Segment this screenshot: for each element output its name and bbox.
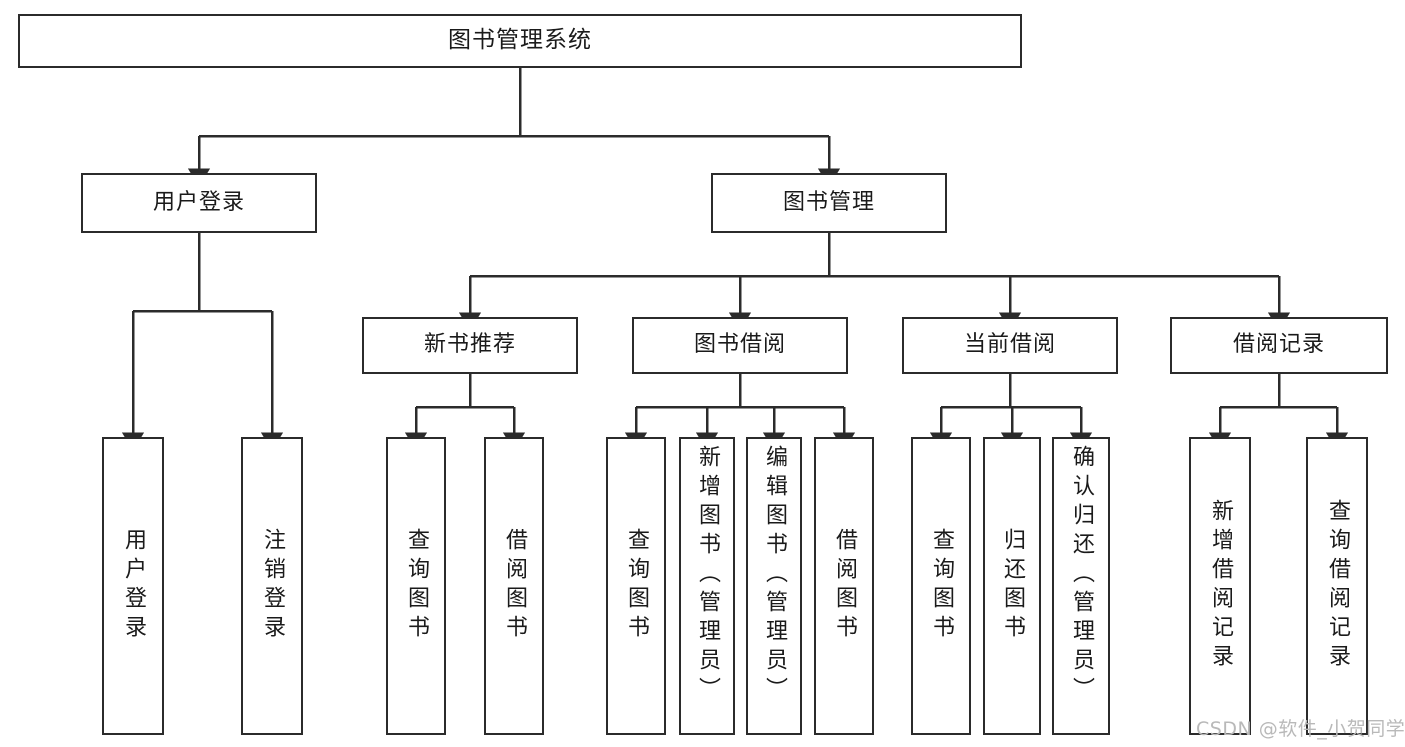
- node-label: 图书管理系统: [448, 27, 592, 54]
- node-label: 确认归还（管理员）: [1069, 445, 1094, 706]
- node-records[interactable]: 借阅记录: [1170, 317, 1388, 374]
- node-borrow[interactable]: 图书借阅: [632, 317, 848, 374]
- node-label: 查询图书: [404, 528, 429, 644]
- node-l3[interactable]: 查询图书: [386, 437, 446, 735]
- node-bookmgr[interactable]: 图书管理: [711, 173, 947, 233]
- node-label: 新增图书（管理员）: [695, 445, 720, 706]
- node-label: 新书推荐: [423, 332, 516, 358]
- node-l1[interactable]: 用户登录: [102, 437, 164, 735]
- node-l10[interactable]: 归还图书: [983, 437, 1041, 735]
- node-label: 查询图书: [624, 528, 649, 644]
- node-l7[interactable]: 编辑图书（管理员）: [746, 437, 802, 735]
- node-label: 用户登录: [121, 528, 146, 644]
- node-label: 查询图书: [929, 528, 954, 644]
- node-label: 新增借阅记录: [1208, 499, 1233, 673]
- node-l2[interactable]: 注销登录: [241, 437, 303, 735]
- node-l13[interactable]: 查询借阅记录: [1306, 437, 1368, 735]
- node-l12[interactable]: 新增借阅记录: [1189, 437, 1251, 735]
- node-login[interactable]: 用户登录: [81, 173, 317, 233]
- node-l8[interactable]: 借阅图书: [814, 437, 874, 735]
- node-l11[interactable]: 确认归还（管理员）: [1052, 437, 1110, 735]
- node-l6[interactable]: 新增图书（管理员）: [679, 437, 735, 735]
- node-label: 用户登录: [152, 189, 245, 215]
- node-label: 编辑图书（管理员）: [762, 445, 787, 706]
- node-l5[interactable]: 查询图书: [606, 437, 666, 735]
- node-label: 借阅图书: [832, 528, 857, 644]
- node-l4[interactable]: 借阅图书: [484, 437, 544, 735]
- node-root[interactable]: 图书管理系统: [18, 14, 1022, 68]
- node-label: 归还图书: [1000, 528, 1025, 644]
- node-label: 图书管理: [782, 189, 875, 215]
- node-l9[interactable]: 查询图书: [911, 437, 971, 735]
- node-newbook[interactable]: 新书推荐: [362, 317, 578, 374]
- watermark-label: CSDN @软件_小贺同学: [1196, 718, 1405, 740]
- node-label: 借阅记录: [1232, 332, 1325, 358]
- node-label: 当前借阅: [963, 332, 1056, 358]
- node-label: 查询借阅记录: [1325, 499, 1350, 673]
- node-label: 图书借阅: [693, 332, 786, 358]
- node-current[interactable]: 当前借阅: [902, 317, 1118, 374]
- node-label: 借阅图书: [502, 528, 527, 644]
- node-label: 注销登录: [260, 528, 285, 644]
